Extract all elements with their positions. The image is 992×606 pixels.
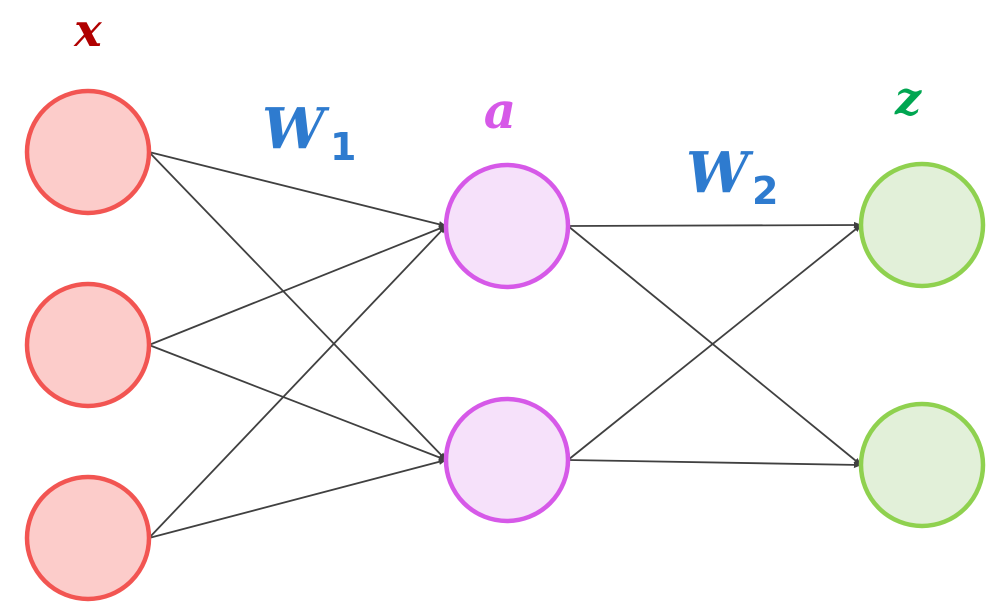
w1-edge-1-1 xyxy=(148,151,447,228)
w1-edge-3-1 xyxy=(148,225,447,539)
w2-symbol: W xyxy=(686,140,754,206)
edges xyxy=(148,151,862,539)
w1-edge-3-2 xyxy=(148,458,447,539)
w2-edge-1-1 xyxy=(567,221,862,229)
w2-edge-1-2 xyxy=(567,225,862,466)
w2-edge-2-1 xyxy=(567,224,862,461)
input-node-2 xyxy=(24,281,152,409)
output-node-1 xyxy=(858,161,986,289)
hidden-layer-label: a xyxy=(484,81,516,140)
output-node-2 xyxy=(858,401,986,529)
w1-edge-2-2 xyxy=(148,344,447,461)
w2-subscript: 2 xyxy=(752,169,778,213)
output-layer-label: z xyxy=(894,71,922,125)
w1-edge-2-1 xyxy=(148,225,447,346)
w1-edge-1-2 xyxy=(148,151,447,461)
w1-symbol: W xyxy=(262,96,330,162)
hidden-node-2 xyxy=(443,396,571,524)
w1-subscript: 1 xyxy=(330,125,356,169)
input-node-3 xyxy=(24,474,152,602)
weight-label-w1: W 1 xyxy=(262,96,356,169)
input-node-1 xyxy=(24,88,152,216)
weight-label-w2: W 2 xyxy=(686,140,778,213)
nodes xyxy=(24,88,986,602)
input-layer-label: x xyxy=(73,3,102,57)
hidden-node-1 xyxy=(443,162,571,290)
w2-edge-2-2 xyxy=(567,459,862,469)
